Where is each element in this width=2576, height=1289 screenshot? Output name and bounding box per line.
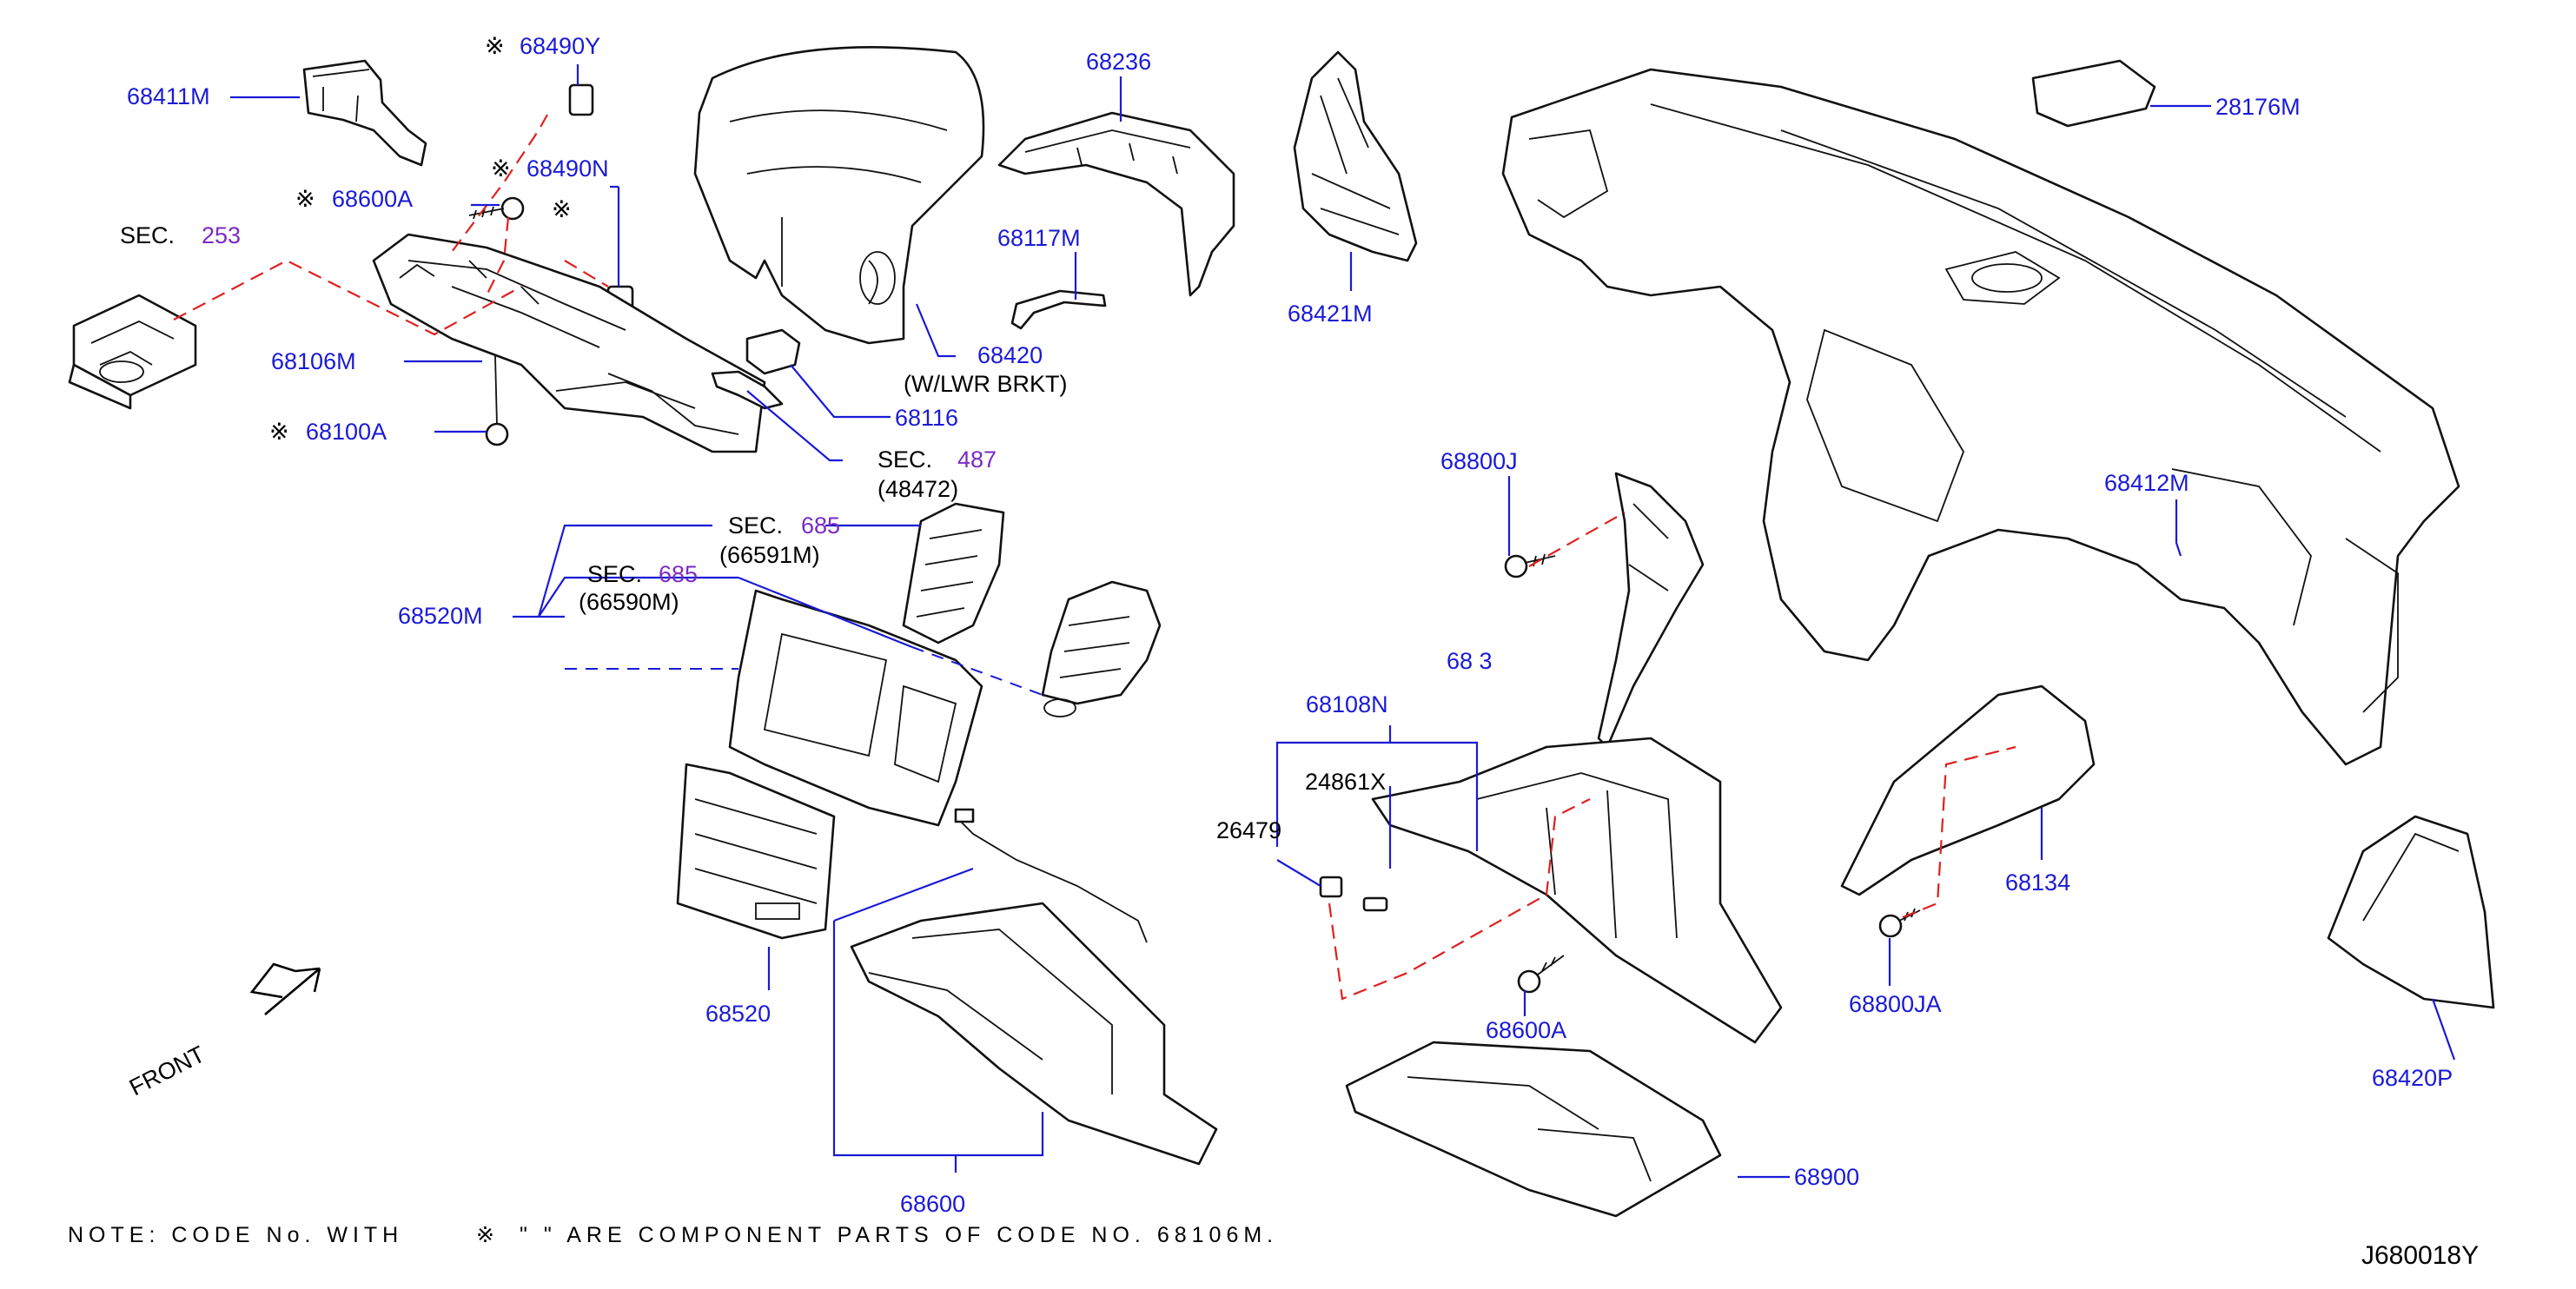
part-68420P-drawing (2327, 815, 2495, 1009)
part-strap-drawing (954, 808, 1148, 943)
label-sec685a-num: 685 (801, 512, 840, 539)
screw-68600A-bottom-drawing (1517, 955, 1565, 994)
label-68600A-bottom: 68600A (1486, 1017, 1566, 1043)
label-68520M: 68520M (398, 603, 483, 629)
label-68108N: 68108N (1306, 691, 1388, 717)
part-68116-drawing (745, 328, 801, 375)
label-68800J: 68800J (1440, 448, 1518, 474)
label-sec487-prefix: SEC. (877, 446, 932, 473)
label-68490Y: 68490Y (520, 33, 600, 59)
label-68236: 68236 (1086, 49, 1151, 75)
screw-68100A-drawing (485, 355, 509, 446)
switch-box-drawing (68, 294, 197, 410)
symbol-68490N: ※ (491, 155, 511, 182)
label-68100A: 68100A (306, 419, 387, 445)
sec487-strip-drawing (711, 370, 784, 410)
label-sec685b-num: 685 (659, 561, 698, 587)
part-28176M-drawing (2031, 59, 2156, 128)
label-68800JA: 68800JA (1849, 991, 1942, 1017)
label-28176M: 28176M (2215, 94, 2301, 120)
diagram-id: J680018Y (2361, 1241, 2479, 1270)
label-68420P: 68420P (2372, 1065, 2453, 1091)
note-symbol: ※ (476, 1223, 500, 1247)
label-partial-68803: 68 3 (1447, 648, 1493, 674)
label-24861X: 24861X (1305, 769, 1386, 795)
label-68520: 68520 (705, 1001, 771, 1027)
vent-66590M-drawing (1041, 580, 1162, 717)
label-68117M: 68117M (997, 225, 1081, 251)
part-68236-drawing (997, 111, 1235, 297)
label-68106M: 68106M (271, 348, 356, 374)
symbol-68100A: ※ (269, 419, 289, 445)
label-68900: 68900 (1794, 1164, 1859, 1190)
part-68900-drawing (1345, 1041, 1722, 1218)
part-68800J-drawing (1504, 472, 1705, 749)
part-68412M-drawing (1501, 68, 2460, 766)
symbol-68600A-top: ※ (295, 186, 315, 212)
screw-68600A-top-drawing (468, 196, 525, 221)
part-68108N-drawing (1371, 737, 1783, 1044)
label-front: FRONT (125, 1041, 209, 1101)
label-26479: 26479 (1216, 817, 1281, 843)
symbol-clip-marker: ※ (552, 196, 572, 222)
part-68600-drawing (850, 902, 1218, 1166)
label-68411M: 68411M (127, 83, 210, 109)
part-68134-drawing (1840, 684, 2096, 896)
label-sec253-num: 253 (202, 222, 241, 248)
label-68490N: 68490N (526, 155, 609, 182)
label-68420: 68420 (977, 342, 1043, 368)
label-sec685b-sub: (66590M) (579, 589, 679, 615)
note-suffix: " " ARE COMPONENT PARTS OF CODE NO. 6810… (520, 1223, 1278, 1247)
label-68134: 68134 (2005, 869, 2070, 896)
part-24861X-26479-drawing (1319, 876, 1388, 912)
part-68421M-drawing (1293, 50, 1418, 262)
note-prefix: NOTE: CODE No. WITH (68, 1223, 403, 1247)
finisher-68106M-drawing (372, 233, 766, 453)
label-sec685a-prefix: SEC. (728, 512, 783, 539)
label-68412M: 68412M (2104, 470, 2189, 496)
leader-lines (230, 64, 2456, 1179)
part-68117M-drawing (1010, 289, 1107, 330)
label-68116: 68116 (895, 405, 958, 431)
part-68420-drawing (693, 45, 985, 345)
vent-66591M-drawing (902, 502, 1005, 644)
phantom-lines (173, 114, 2016, 1001)
label-sec487-num: 487 (957, 446, 997, 473)
part-68411M-drawing (302, 59, 427, 167)
footer-note: NOTE: CODE No. WITH ※ " " ARE COMPONENT … (68, 1223, 1278, 1247)
front-arrow-icon (249, 962, 321, 1015)
part-68520-drawing (676, 763, 836, 940)
label-sec253-prefix: SEC. (120, 222, 175, 248)
screw-68800JA-drawing (1878, 908, 1921, 938)
label-sec685b-prefix: SEC. (587, 561, 642, 587)
symbol-68490Y: ※ (485, 33, 505, 59)
label-68600: 68600 (900, 1191, 965, 1217)
label-68421M: 68421M (1288, 301, 1373, 327)
label-sec685a-sub: (66591M) (719, 542, 820, 568)
label-68600A-top: 68600A (332, 186, 413, 212)
label-sec487-sub: (48472) (877, 476, 958, 502)
label-68420-note: (W/LWR BRKT) (904, 371, 1067, 397)
